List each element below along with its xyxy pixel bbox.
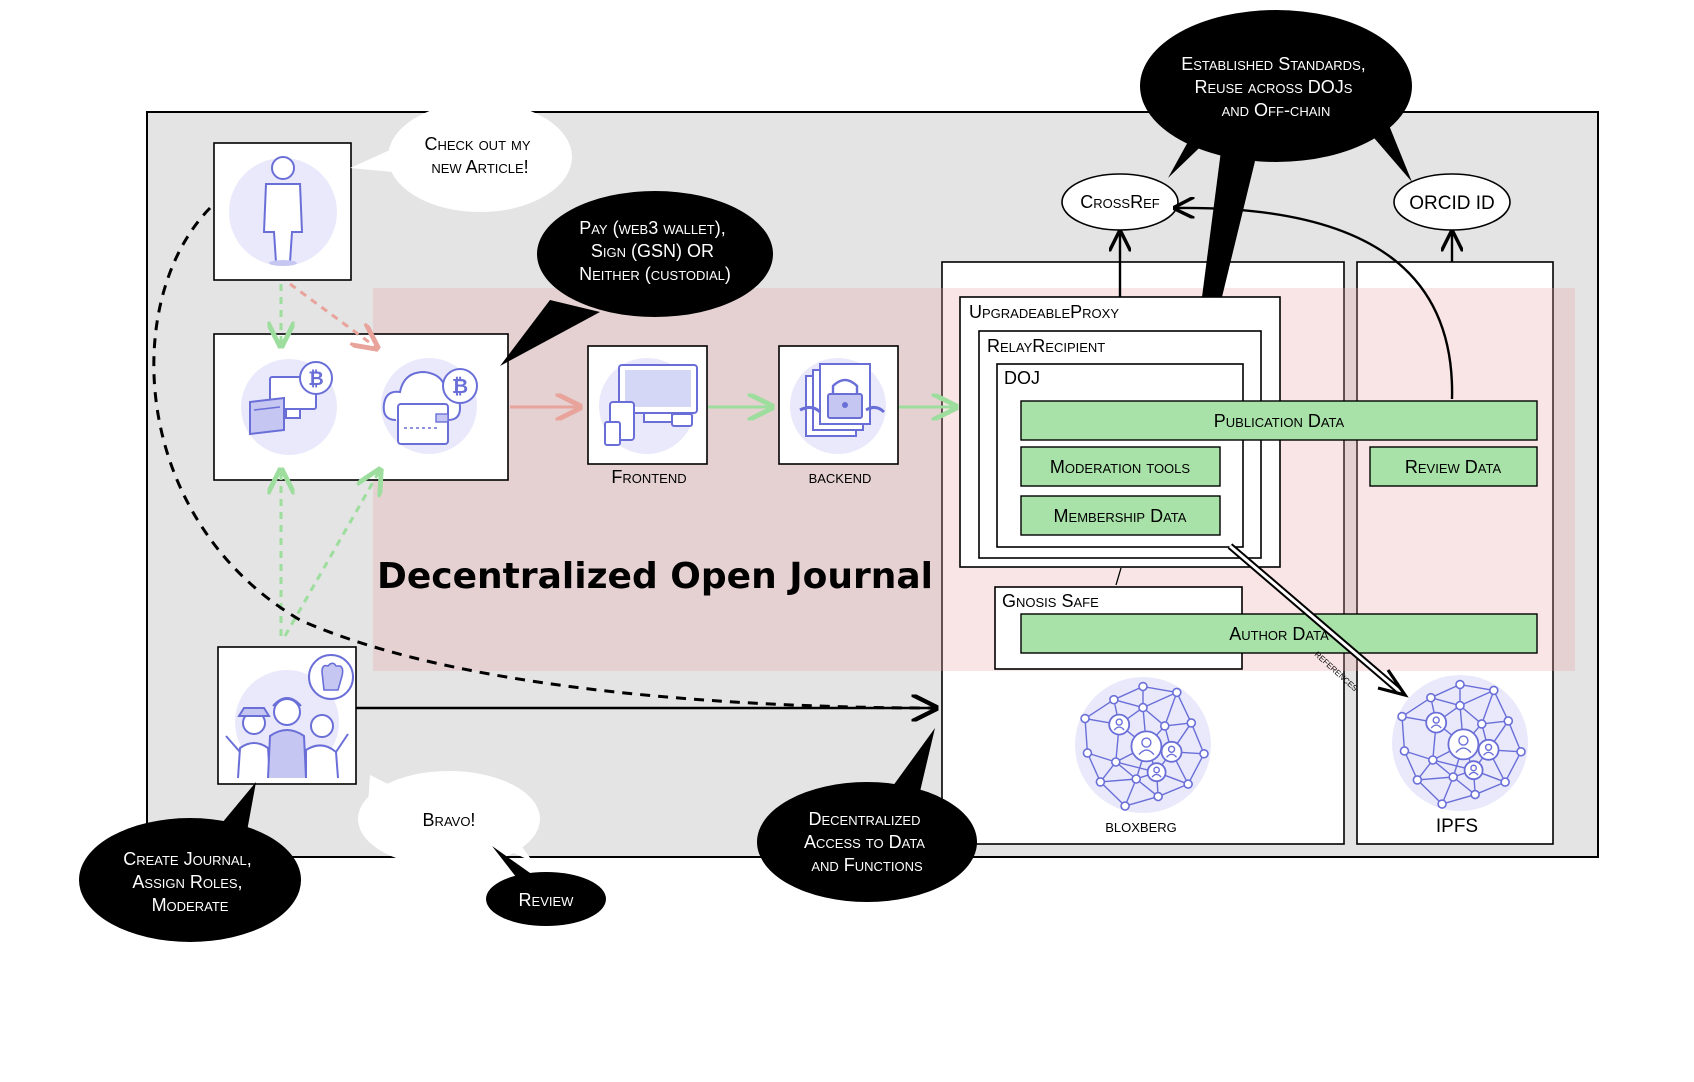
pay-line-2: Sign (GSN) OR <box>591 241 714 261</box>
check-out-line-2: new Article! <box>431 157 528 177</box>
upgradeable-proxy-label: UpgradeableProxy <box>969 302 1119 322</box>
network-icon <box>1392 675 1528 811</box>
svg-text:₿: ₿ <box>452 376 468 398</box>
standards-line-3: and Off-chain <box>1222 100 1331 120</box>
community-icon <box>225 654 354 779</box>
create-journal-bubble: Create Journal, Assign Roles, Moderate <box>79 782 301 942</box>
publication-data-label: Publication Data <box>1214 411 1345 431</box>
author-data-block: Author Data <box>1020 613 1538 654</box>
create-journal-line-2: Assign Roles, <box>132 872 242 892</box>
community-to-cloud-arrow <box>283 470 380 637</box>
author-box <box>213 142 352 281</box>
check-out-line-1: Check out my <box>424 134 530 154</box>
membership-data-label: Membership Data <box>1054 506 1187 526</box>
pay-line-1: Pay (web3 wallet), <box>579 218 726 238</box>
svg-text:Decentralized Access to: Decentralized Access to Data and Functio… <box>804 809 930 875</box>
cloud-wallet-icon: ₿ <box>381 358 478 454</box>
proxy-safe-connector <box>1115 567 1122 586</box>
svg-text:Create Journal, Assign R: Create Journal, Assign Roles, Moderate <box>123 849 257 915</box>
wallet-box: ₿ ₿ <box>213 333 509 481</box>
frontend-box: Frontend <box>587 345 708 487</box>
svg-text:Pay (web3 wallet), Sign: Pay (web3 wallet), Sign (GSN) OR Neither… <box>579 218 731 284</box>
publication-to-crossref-arrow <box>1175 208 1454 400</box>
gnosis-safe-label: Gnosis Safe <box>1002 591 1099 611</box>
backend-box: backend <box>778 345 899 487</box>
standards-line-2: Reuse across DOJs <box>1195 77 1353 97</box>
diagram-title: Decentralized Open Journal <box>377 556 933 597</box>
frontend-label: Frontend <box>611 467 686 487</box>
network-icon <box>1075 677 1211 813</box>
standards-line-1: Established Standards, <box>1181 54 1366 74</box>
decentralized-access-line-3: and Functions <box>811 855 923 875</box>
standards-bubble: Established Standards, Reuse across DOJs… <box>1140 10 1412 297</box>
decentralized-access-line-1: Decentralized <box>809 809 921 829</box>
community-box <box>217 646 357 785</box>
review-text: Review <box>519 890 575 910</box>
orcid-label: ORCID ID <box>1409 193 1495 214</box>
pay-bubble: Pay (web3 wallet), Sign (GSN) OR Neither… <box>500 191 773 366</box>
pay-line-3: Neither (custodial) <box>579 264 731 284</box>
author-to-bloxberg-dashed-arrow <box>152 206 936 708</box>
svg-text:₿: ₿ <box>308 369 323 390</box>
publication-data-block: Publication Data <box>1020 400 1538 441</box>
backend-label: backend <box>809 467 872 487</box>
bloxberg-label: bloxberg <box>1105 816 1177 836</box>
decentralized-access-bubble: Decentralized Access to Data and Functio… <box>757 728 977 902</box>
author-icon <box>229 156 337 266</box>
review-data-block: Review Data <box>1369 446 1538 487</box>
membership-data-block: Membership Data <box>1020 495 1221 536</box>
decentralized-access-line-2: Access to Data <box>804 832 925 852</box>
devices-icon <box>599 358 698 454</box>
moderation-tools-label: Moderation tools <box>1050 457 1190 477</box>
doj-label: DOJ <box>1004 368 1040 388</box>
create-journal-line-1: Create Journal, <box>123 849 252 869</box>
review-data-label: Review Data <box>1405 457 1502 477</box>
wallet-computer-icon: ₿ <box>241 359 337 455</box>
check-out-bubble: Check out my new Article! <box>350 102 572 212</box>
svg-text:Check out my new Article: Check out my new Article! <box>424 134 535 177</box>
author-to-cloud-arrow <box>289 282 377 348</box>
moderation-tools-block: Moderation tools <box>1020 446 1221 487</box>
author-data-label: Author Data <box>1229 624 1329 644</box>
bravo-bubble: Bravo! <box>358 771 540 867</box>
svg-text:Established Standards, R: Established Standards, Reuse across DOJs… <box>1181 54 1371 120</box>
bravo-text: Bravo! <box>423 810 476 830</box>
crossref-node: CrossRef <box>1061 173 1179 231</box>
ipfs-label: IPFS <box>1436 816 1478 837</box>
review-bubble: Review <box>486 846 606 926</box>
orcid-node: ORCID ID <box>1393 173 1511 231</box>
create-journal-line-3: Moderate <box>152 895 229 915</box>
chained-docs-icon <box>790 358 886 454</box>
crossref-label: CrossRef <box>1080 192 1160 212</box>
relay-recipient-label: RelayRecipient <box>987 336 1105 356</box>
